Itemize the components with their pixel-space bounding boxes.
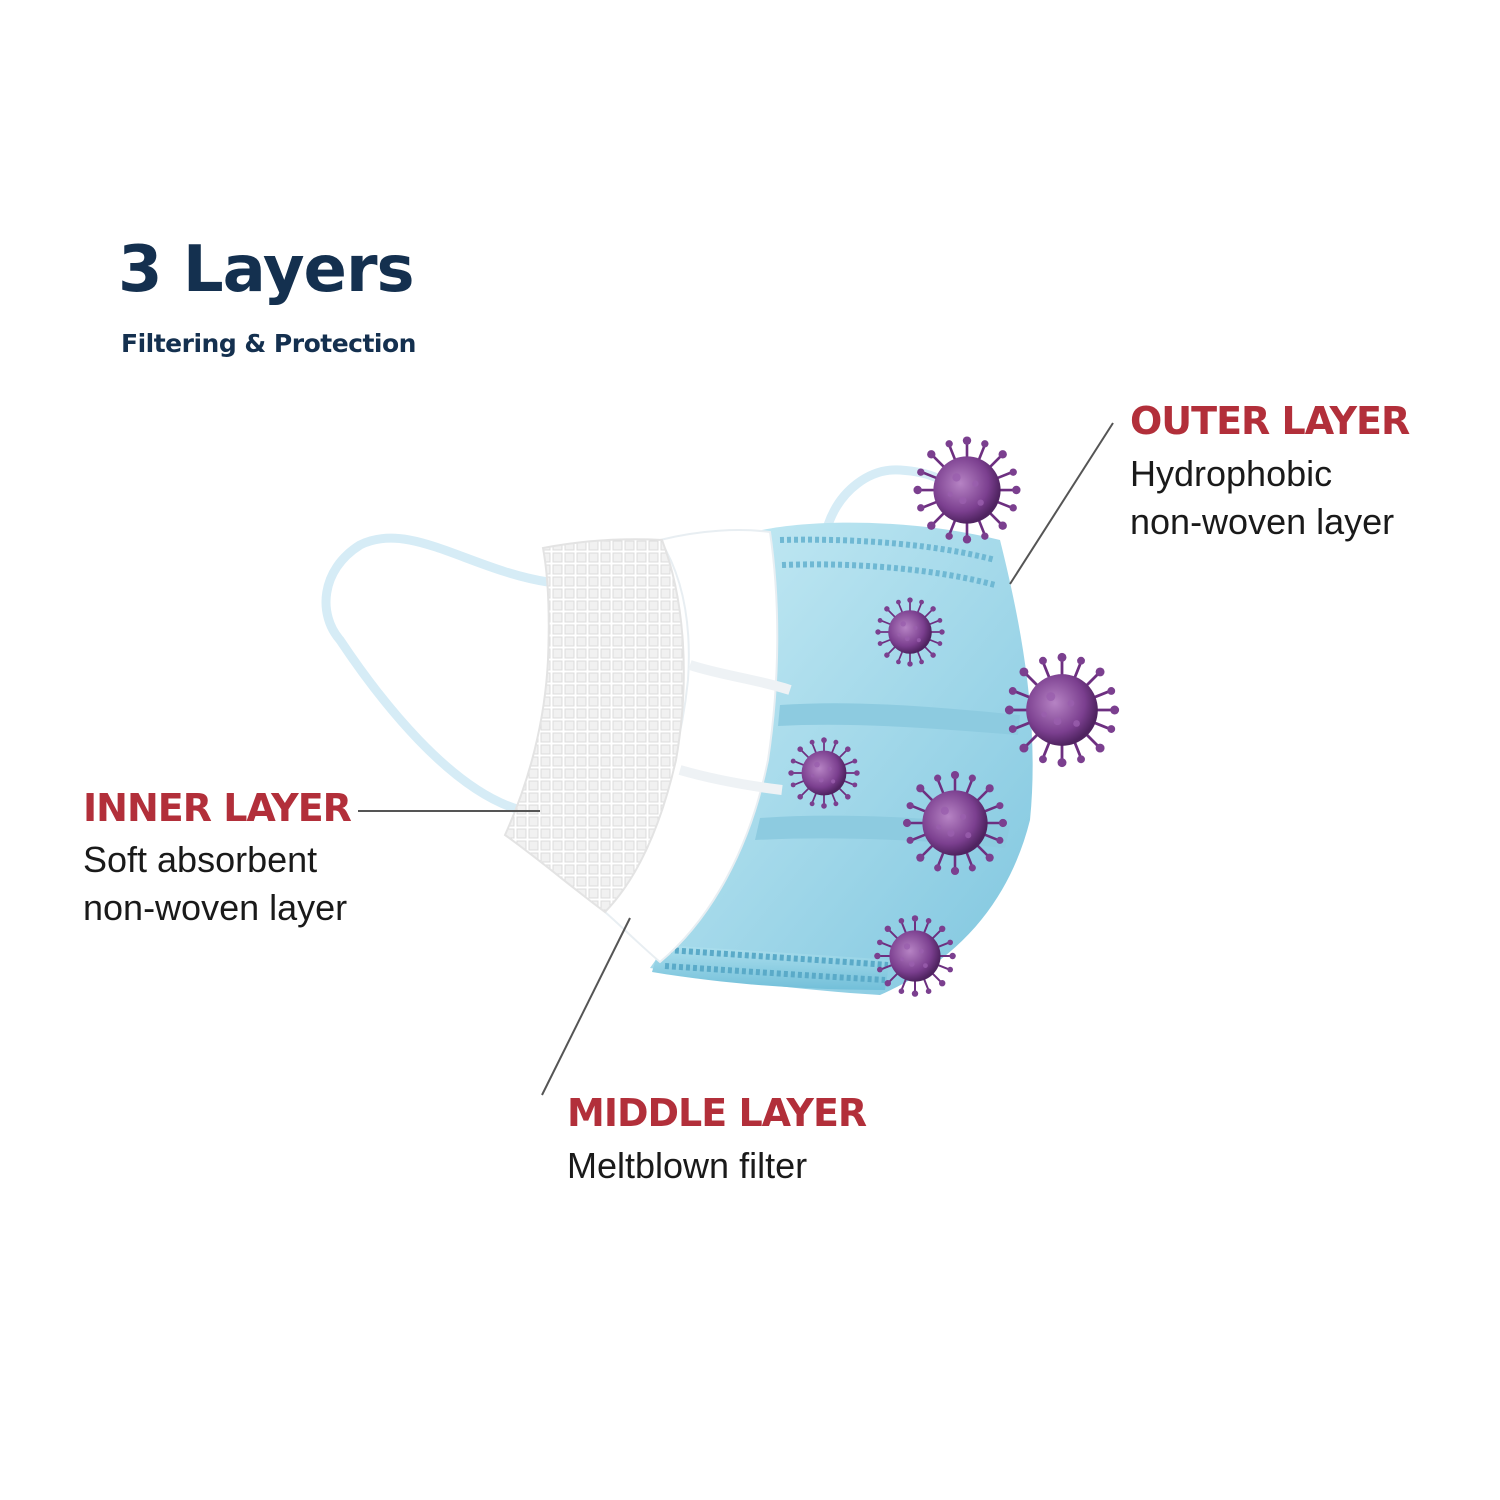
virus-icon: [1003, 651, 1121, 769]
virus-icon: [912, 435, 1022, 545]
page-title: 3 Layers: [118, 233, 415, 307]
outer-layer-desc-line2: non-woven layer: [1130, 501, 1395, 542]
outer-layer-shape: [650, 522, 1033, 995]
outer-leader-line: [1009, 422, 1114, 585]
virus-icon: [873, 914, 957, 998]
page-subtitle: Filtering & Protection: [121, 329, 416, 358]
inner-layer-description: Soft absorbent non-woven layer: [83, 836, 347, 932]
inner-layer-desc-line2: non-woven layer: [83, 887, 348, 928]
virus-icon: [901, 769, 1009, 877]
outer-layer-desc-line1: Hydrophobic: [1130, 453, 1333, 494]
inner-layer-heading: INNER LAYER: [83, 786, 352, 830]
middle-leader-line: [541, 917, 631, 1096]
middle-layer-heading: MIDDLE LAYER: [567, 1091, 867, 1135]
virus-icon: [874, 596, 946, 668]
virus-icon: [787, 736, 861, 810]
inner-layer-desc-line1: Soft absorbent: [83, 839, 318, 880]
outer-layer-description: Hydrophobic non-woven layer: [1130, 450, 1394, 546]
inner-layer-shape: [503, 538, 685, 914]
middle-layer-shape: [603, 529, 792, 964]
middle-layer-desc-line1: Meltblown filter: [567, 1145, 808, 1186]
middle-layer-description: Meltblown filter: [567, 1142, 807, 1190]
left-ear-loop: [321, 533, 553, 815]
outer-layer-heading: OUTER LAYER: [1130, 399, 1410, 443]
